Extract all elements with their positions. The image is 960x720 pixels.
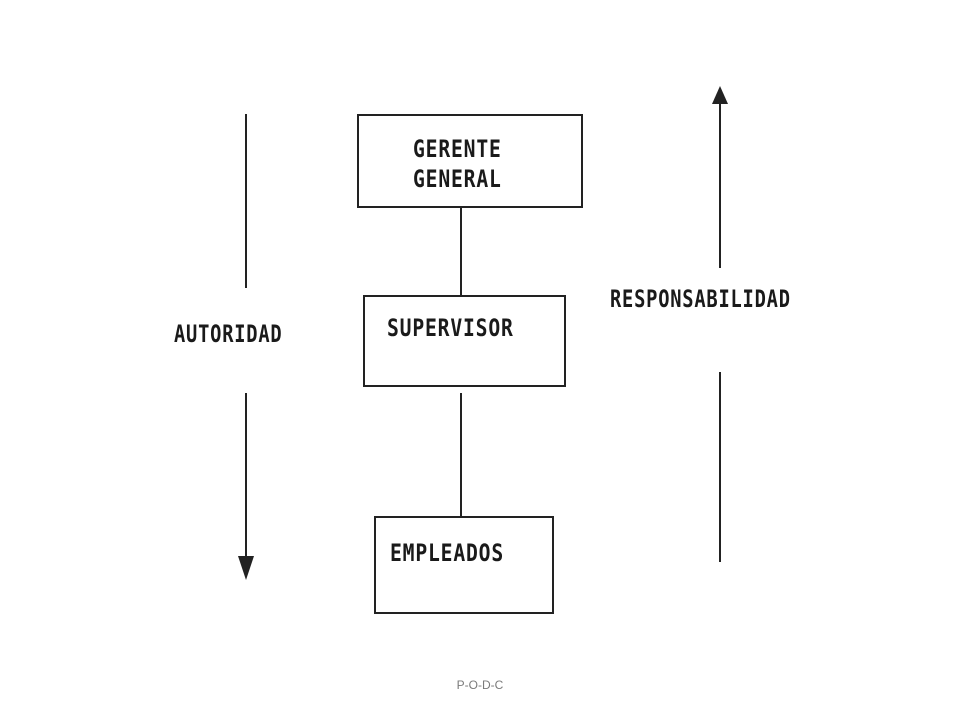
node-gerente-general-label: GERENTE GENERAL [413,135,502,193]
node-empleados-label: EMPLEADOS [390,539,505,567]
responsabilidad-arrow-head [712,86,728,104]
node-supervisor-label: SUPERVISOR [387,314,514,342]
node-empleados: EMPLEADOS [374,516,554,614]
autoridad-label: AUTORIDAD [174,320,283,348]
autoridad-arrow-head [238,556,254,580]
responsabilidad-label: RESPONSABILIDAD [610,285,791,313]
node-gerente-general: GERENTE GENERAL [357,114,583,208]
slide-footer: P-O-D-C [456,678,504,692]
node-supervisor: SUPERVISOR [363,295,566,387]
